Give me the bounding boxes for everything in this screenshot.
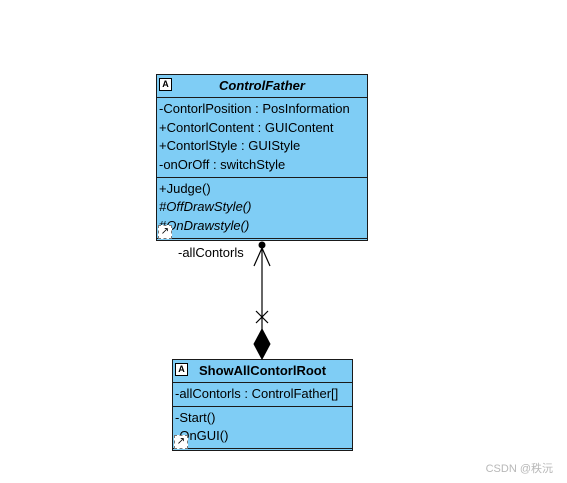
class-controlfather[interactable]: A ControlFather -ContorlPosition : PosIn…: [156, 74, 368, 241]
attribute-row[interactable]: +ContorlContent : GUIContent: [159, 119, 334, 135]
attribute-row[interactable]: -allContorls : ControlFather[]: [175, 386, 339, 401]
shortcut-link-icon[interactable]: ↗: [174, 435, 188, 449]
association-role-label: -allContorls: [178, 245, 244, 260]
attribute-row[interactable]: +ContorlStyle : GUIStyle: [159, 138, 301, 154]
class-name: ShowAllContorlRoot: [198, 363, 327, 378]
non-navigable-cross: [255, 310, 269, 324]
class-name: ControlFather: [219, 78, 305, 93]
ownership-dot: [258, 241, 266, 249]
operation-compartment: -Start() -OnGUI(): [173, 407, 352, 450]
operation-row[interactable]: #OnDrawstyle(): [159, 218, 250, 234]
operation-row[interactable]: -OnGUI(): [175, 428, 229, 444]
attribute-row[interactable]: -onOrOff : switchStyle: [159, 157, 286, 173]
operation-row[interactable]: -Start(): [175, 409, 216, 425]
class-type-icon: A: [175, 363, 188, 376]
navigability-arrowhead: [253, 246, 271, 267]
operation-row[interactable]: #OffDrawStyle(): [159, 199, 252, 215]
class-header: A ControlFather: [157, 75, 367, 98]
class-header: A ShowAllContorlRoot: [173, 360, 352, 383]
operation-compartment: +Judge() #OffDrawStyle() #OnDrawstyle(): [157, 178, 367, 239]
attribute-row[interactable]: -ContorlPosition : PosInformation: [159, 101, 350, 116]
attribute-compartment: -allContorls : ControlFather[]: [173, 383, 352, 407]
shortcut-link-icon[interactable]: ↗: [158, 225, 172, 239]
composition-diamond: [253, 327, 271, 361]
attribute-compartment: -ContorlPosition : PosInformation +Conto…: [157, 98, 367, 178]
operation-row[interactable]: +Judge(): [159, 180, 211, 196]
class-showallcontorlroot[interactable]: A ShowAllContorlRoot -allContorls : Cont…: [172, 359, 353, 451]
watermark: CSDN @秩沅: [485, 463, 553, 475]
class-type-icon: A: [159, 78, 172, 91]
